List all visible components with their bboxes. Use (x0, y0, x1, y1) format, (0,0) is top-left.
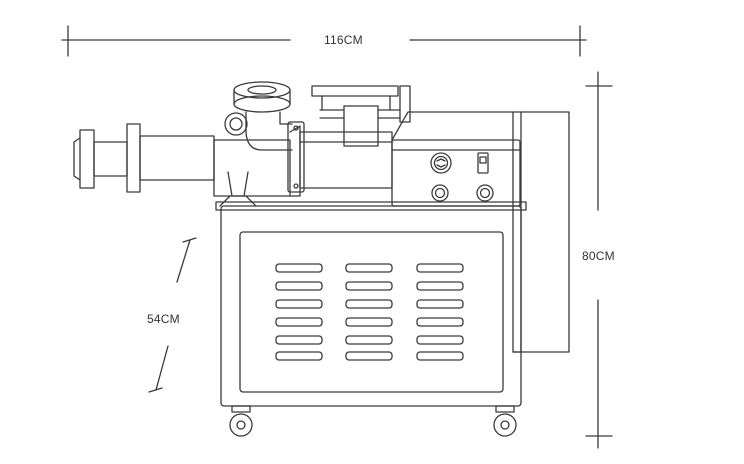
width-dimension-label: 116CM (324, 33, 363, 47)
height-dimension-line (585, 71, 613, 449)
machine-cabinet (215, 111, 570, 407)
width-dimension-line (61, 25, 587, 57)
outlet-nozzle (73, 123, 215, 193)
control-knob-right (476, 184, 494, 202)
caster-left (229, 405, 253, 437)
caster-right (493, 405, 517, 437)
height-dimension-label: 80CM (582, 249, 615, 263)
extrusion-barrel (213, 112, 393, 207)
power-switch-icon (477, 152, 489, 174)
press-lever (311, 85, 411, 147)
depth-dimension-line (148, 237, 197, 393)
pressure-gauge-icon (430, 152, 452, 174)
depth-dimension-label: 54CM (147, 312, 180, 326)
control-box (391, 111, 521, 207)
vent-slots (275, 263, 464, 361)
control-knob-left (431, 184, 449, 202)
